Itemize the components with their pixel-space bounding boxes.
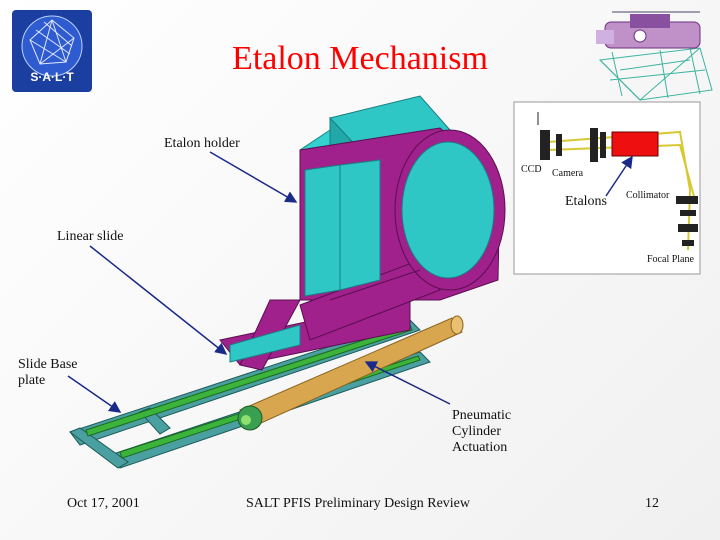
logo-text: S·A·L·T [30,70,74,84]
etalon-red-box [611,131,659,157]
inset-focal-plane-label: Focal Plane [647,254,694,265]
slide-title: Etalon Mechanism [232,40,488,77]
linear-slide-label: Linear slide [57,229,124,244]
inset-camera-label: Camera [552,168,584,179]
etalon-holder-label: Etalon holder [164,136,240,151]
arrow-etalons [605,155,633,197]
footer-center: SALT PFIS Preliminary Design Review [246,496,471,511]
footer-page-number: 12 [645,496,659,511]
pneumatic-cylinder [237,315,464,431]
pneumatic-label: Pneumatic Cylinder Actuation [452,408,512,455]
inset-ccd-label: CCD [521,164,542,175]
footer-date: Oct 17, 2001 [67,496,140,511]
arrow-slide-base [67,375,122,413]
inset-etalons-label: Etalons [565,194,607,209]
arrow-etalon-holder [209,151,298,203]
arrow-linear-slide [89,245,228,355]
slide-base-plate-label: Slide Base plate [18,357,78,388]
inset-collimator-label: Collimator [626,190,670,201]
arrow-pneumatic [364,361,451,405]
